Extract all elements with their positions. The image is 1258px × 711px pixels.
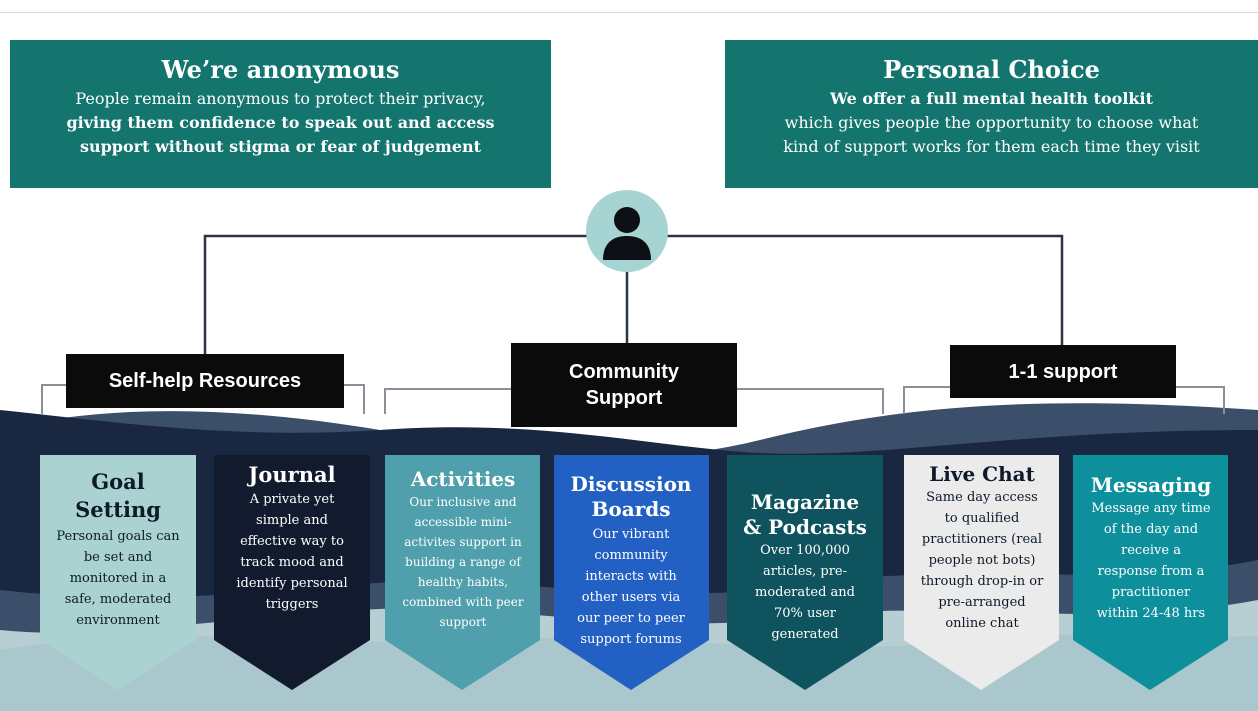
card-messaging: Messaging Message any time of the day an…: [1084, 473, 1218, 624]
anonymous-line-1: People remain anonymous to protect their…: [75, 89, 486, 108]
card-title: Discussion Boards: [570, 472, 692, 521]
card-title: Magazine & Podcasts: [743, 490, 867, 539]
choice-line-2: which gives people the opportunity to ch…: [784, 113, 1199, 132]
category-one-to-one: 1-1 support: [950, 345, 1176, 398]
card-shape-live-chat: [904, 455, 1059, 690]
top-divider: [0, 12, 1258, 13]
category-self-help: Self-help Resources: [66, 354, 344, 408]
choice-line-1: We offer a full mental health toolkit: [830, 89, 1153, 108]
card-shape-discussion-boards: [554, 455, 709, 690]
choice-title: Personal Choice: [883, 55, 1100, 84]
card-title: Live Chat: [929, 462, 1035, 486]
choice-line-3: kind of support works for them each time…: [783, 137, 1200, 156]
card-description: Same day access to qualified practitione…: [920, 490, 1044, 631]
card-description: A private yet simple and effective way t…: [236, 492, 348, 612]
anonymous-line-2: giving them confidence to speak out and …: [66, 113, 495, 132]
card-shape-journal: [214, 455, 370, 690]
category-community: Community Support: [511, 343, 737, 427]
card-title: Goal Setting: [75, 469, 161, 522]
card-description: Our inclusive and accessible mini-activi…: [402, 495, 524, 629]
card-title: Activities: [410, 467, 516, 491]
card-live-chat: Live Chat Same day access to qualified p…: [912, 462, 1052, 634]
anonymous-title: We’re anonymous: [161, 55, 400, 84]
card-shape-activities: [385, 455, 540, 690]
person-icon: [586, 190, 668, 272]
card-shape-magazine-podcasts: [727, 455, 883, 690]
choice-box: Personal Choice We offer a full mental h…: [725, 40, 1258, 188]
card-title: Journal: [248, 462, 336, 487]
anonymous-line-3: support without stigma or fear of judgem…: [79, 137, 482, 156]
anonymous-box: We’re anonymous People remain anonymous …: [10, 40, 551, 188]
card-description: Over 100,000 articles, pre-moderated and…: [755, 543, 855, 642]
card-goal-setting: Goal Setting Personal goals can be set a…: [55, 468, 181, 631]
card-description: Our vibrant community interacts with oth…: [577, 527, 685, 647]
card-description: Message any time of the day and receive …: [1091, 501, 1211, 621]
card-description: Personal goals can be set and monitored …: [56, 529, 180, 628]
card-activities: Activities Our inclusive and accessible …: [398, 467, 528, 632]
card-shape-messaging: [1073, 455, 1228, 690]
card-discussion-boards: Discussion Boards Our vibrant community …: [564, 472, 698, 650]
card-magazine-podcasts: Magazine & Podcasts Over 100,000 article…: [740, 490, 870, 645]
card-shape-goal-setting: [40, 455, 196, 690]
card-journal: Journal A private yet simple and effecti…: [226, 462, 358, 615]
card-title: Messaging: [1090, 473, 1212, 497]
